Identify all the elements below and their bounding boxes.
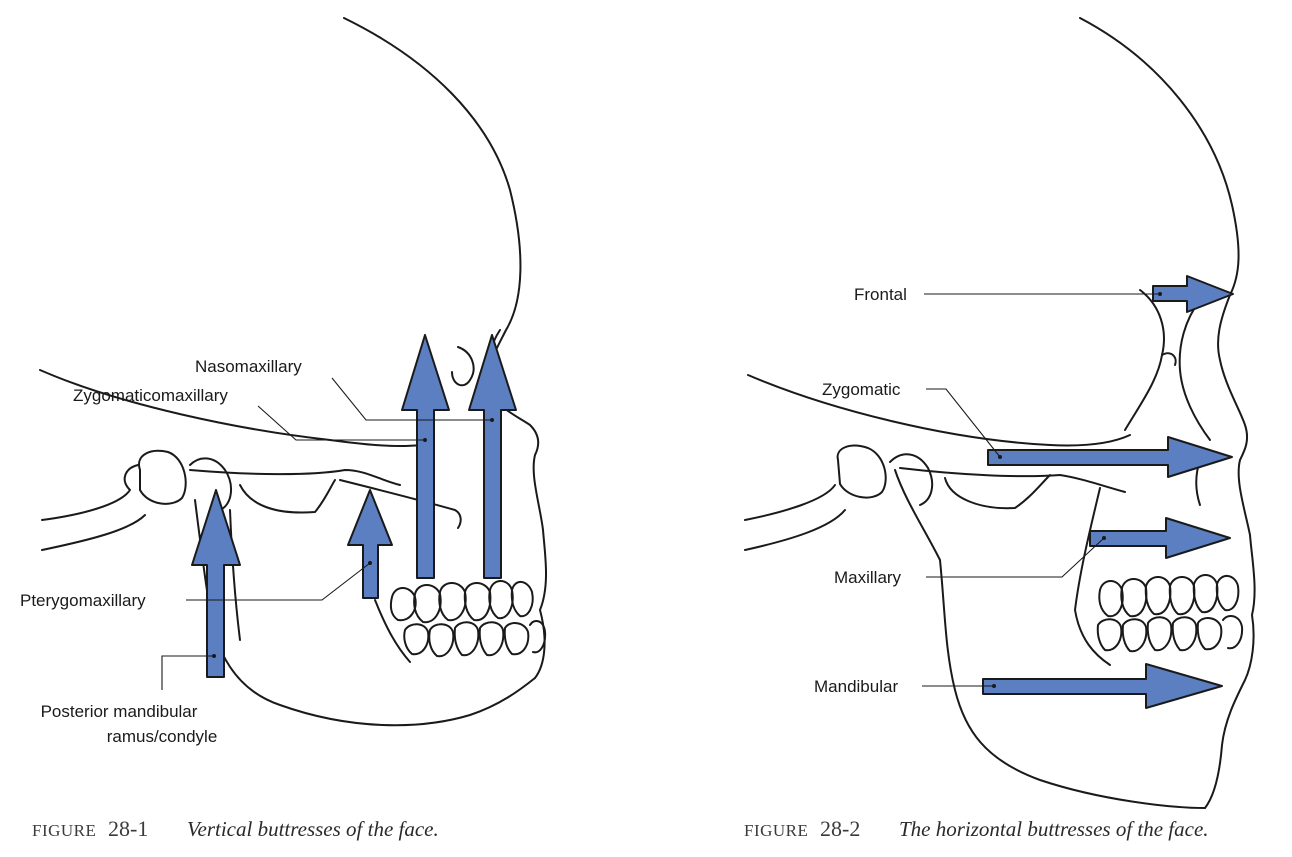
arrow-frontal [1152,275,1234,313]
vertical-buttress-arrows [191,334,517,678]
caption-prefix: FIGURE [744,821,808,840]
label-posterior-mandibular-line1: Posterior mandibular [41,702,198,721]
caption-number: 28-1 [108,816,148,841]
arrow-mandibular [982,663,1223,709]
label-frontal: Frontal [854,285,907,304]
caption-number: 28-2 [820,816,860,841]
label-posterior-mandibular-line2: ramus/condyle [107,727,218,746]
label-pterygomaxillary: Pterygomaxillary [20,591,146,610]
arrow-zygomaticomaxillary [401,334,450,579]
figure-caption-left: FIGURE 28-1 Vertical buttresses of the f… [32,816,439,841]
caption-prefix: FIGURE [32,821,96,840]
leader-lines-left [161,377,494,690]
arrow-zygomatic [987,436,1233,478]
leader-lines-right [922,292,1162,688]
figure-caption-right: FIGURE 28-2 The horizontal buttresses of… [744,816,1209,841]
figure-horizontal-buttresses: Frontal Zygomatic Maxillary Mandibular F… [744,17,1256,841]
figure-vertical-buttresses: Nasomaxillary Zygomaticomaxillary Pteryg… [20,17,547,841]
arrow-pterygomaxillary [347,489,393,599]
skull-outline-right [744,17,1256,809]
caption-text: Vertical buttresses of the face. [187,817,439,841]
caption-text: The horizontal buttresses of the face. [899,817,1209,841]
label-zygomaticomaxillary: Zygomaticomaxillary [73,386,228,405]
arrow-maxillary [1089,517,1231,559]
arrow-posterior-mandibular [191,489,241,678]
arrow-nasomaxillary [468,334,517,579]
label-zygomatic: Zygomatic [822,380,901,399]
label-maxillary: Maxillary [834,568,902,587]
horizontal-buttress-arrows [982,275,1234,709]
label-mandibular: Mandibular [814,677,898,696]
label-nasomaxillary: Nasomaxillary [195,357,302,376]
